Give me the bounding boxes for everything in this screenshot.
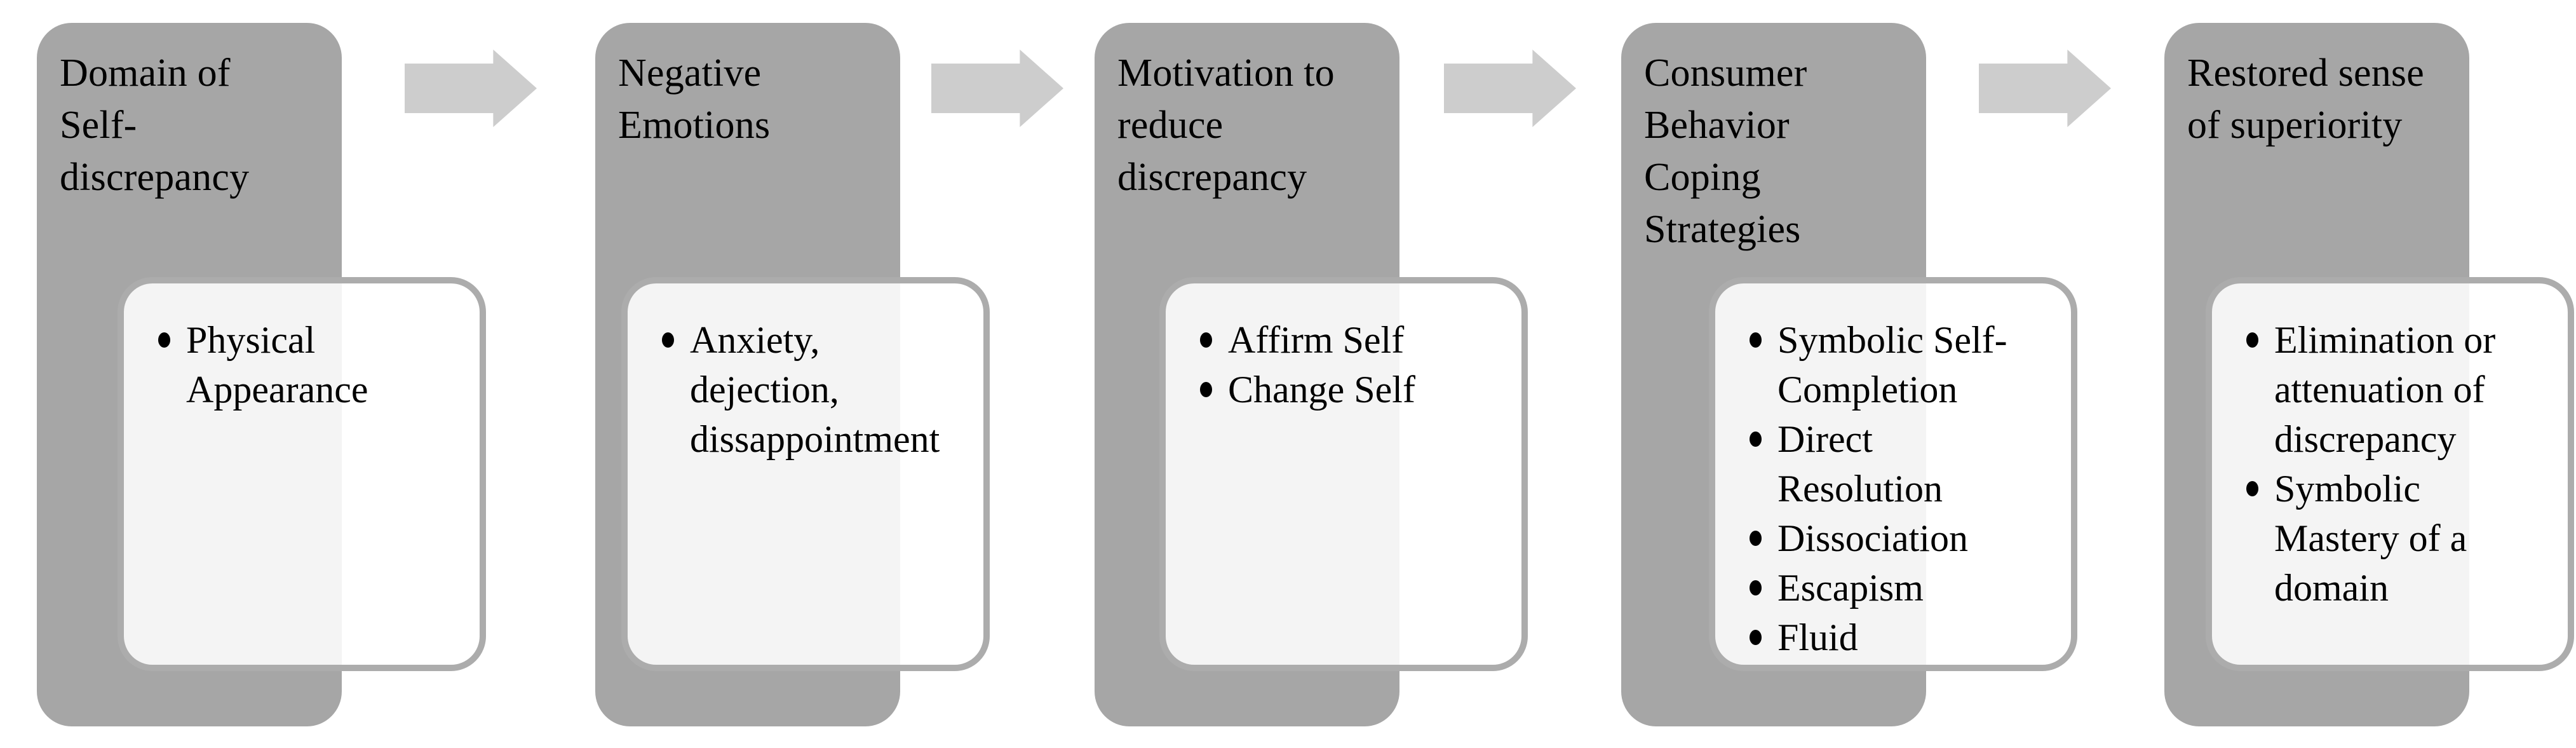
- right-arrow-icon: [1444, 50, 1576, 127]
- bullet-list: Symbolic Self-Completion Direct Resoluti…: [1715, 283, 2071, 662]
- list-item: Symbolic Mastery of a domain: [2245, 464, 2541, 613]
- list-item: Anxiety, dejection, dissappointment: [661, 315, 957, 464]
- list-item: Change Self: [1199, 365, 1495, 414]
- right-arrow-icon: [1979, 50, 2111, 127]
- bullet-list: Affirm Self Change Self: [1166, 283, 1521, 414]
- stage-title: Motivation to reduce discrepancy: [1117, 51, 1335, 199]
- bullet-dot-icon: [158, 332, 170, 348]
- list-item-text: Symbolic Mastery of a domain: [2274, 468, 2467, 609]
- bullet-dot-icon: [1750, 332, 1762, 348]
- bullet-dot-icon: [1200, 332, 1212, 348]
- list-item: Elimination or attenuation of discrepanc…: [2245, 315, 2541, 464]
- list-item-text: Symbolic Self-Completion: [1777, 319, 2007, 411]
- bullet-list: Anxiety, dejection, dissappointment: [628, 283, 983, 464]
- bullet-dot-icon: [1750, 531, 1762, 546]
- stage-detail-panel: Physical Appearance: [118, 277, 486, 671]
- bullet-dot-icon: [2246, 332, 2258, 348]
- list-item: Dissociation: [1748, 513, 2044, 563]
- bullet-dot-icon: [662, 332, 674, 348]
- list-item-text: Change Self: [1228, 369, 1415, 411]
- bullet-dot-icon: [1750, 580, 1762, 595]
- stage-detail-panel: Elimination or attenuation of discrepanc…: [2206, 277, 2574, 671]
- bullet-dot-icon: [2246, 481, 2258, 496]
- stage-title: Consumer Behavior Coping Strategies: [1644, 51, 1807, 251]
- right-arrow-icon: [931, 50, 1063, 127]
- list-item-text: Elimination or attenuation of discrepanc…: [2274, 319, 2496, 460]
- bullet-list: Elimination or attenuation of discrepanc…: [2212, 283, 2568, 613]
- stage-detail-panel: Symbolic Self-Completion Direct Resoluti…: [1709, 277, 2077, 671]
- step-negative-emotions: Negative Emotions Anxiety, dejection, di…: [595, 0, 990, 748]
- stage-title: Negative Emotions: [618, 51, 771, 147]
- list-item: Physical Appearance: [157, 315, 453, 414]
- list-item-text: Direct Resolution: [1777, 418, 1943, 510]
- step-domain-of-self-discrepancy: Domain of Self-discrepancy Physical Appe…: [37, 0, 486, 748]
- list-item-text: Physical Appearance: [186, 319, 368, 411]
- list-item-text: Dissociation: [1777, 517, 1968, 559]
- bullet-list: Physical Appearance: [124, 283, 480, 414]
- step-consumer-behavior-coping-strategies: Consumer Behavior Coping Strategies Symb…: [1621, 0, 2077, 748]
- stage-detail-panel: Affirm Self Change Self: [1159, 277, 1528, 671]
- list-item: Symbolic Self-Completion: [1748, 315, 2044, 414]
- bullet-dot-icon: [1750, 432, 1762, 447]
- list-item-text: Affirm Self: [1228, 319, 1405, 361]
- bullet-dot-icon: [1200, 382, 1212, 397]
- step-restored-sense-of-superiority: Restored sense of superiority Eliminatio…: [2164, 0, 2574, 748]
- list-item: Direct Resolution: [1748, 414, 2044, 513]
- right-arrow-icon: [405, 50, 537, 127]
- list-item-text: Escapism: [1777, 567, 1924, 609]
- list-item: Fluid: [1748, 613, 2044, 662]
- step-motivation-to-reduce-discrepancy: Motivation to reduce discrepancy Affirm …: [1095, 0, 1528, 748]
- stage-title: Restored sense of superiority: [2187, 51, 2424, 147]
- bullet-dot-icon: [1750, 630, 1762, 645]
- list-item-text: Fluid: [1777, 616, 1858, 658]
- stage-title: Domain of Self-discrepancy: [60, 51, 250, 199]
- list-item-text: Anxiety, dejection, dissappointment: [690, 319, 940, 460]
- list-item: Affirm Self: [1199, 315, 1495, 365]
- list-item: Escapism: [1748, 563, 2044, 613]
- stage-detail-panel: Anxiety, dejection, dissappointment: [621, 277, 990, 671]
